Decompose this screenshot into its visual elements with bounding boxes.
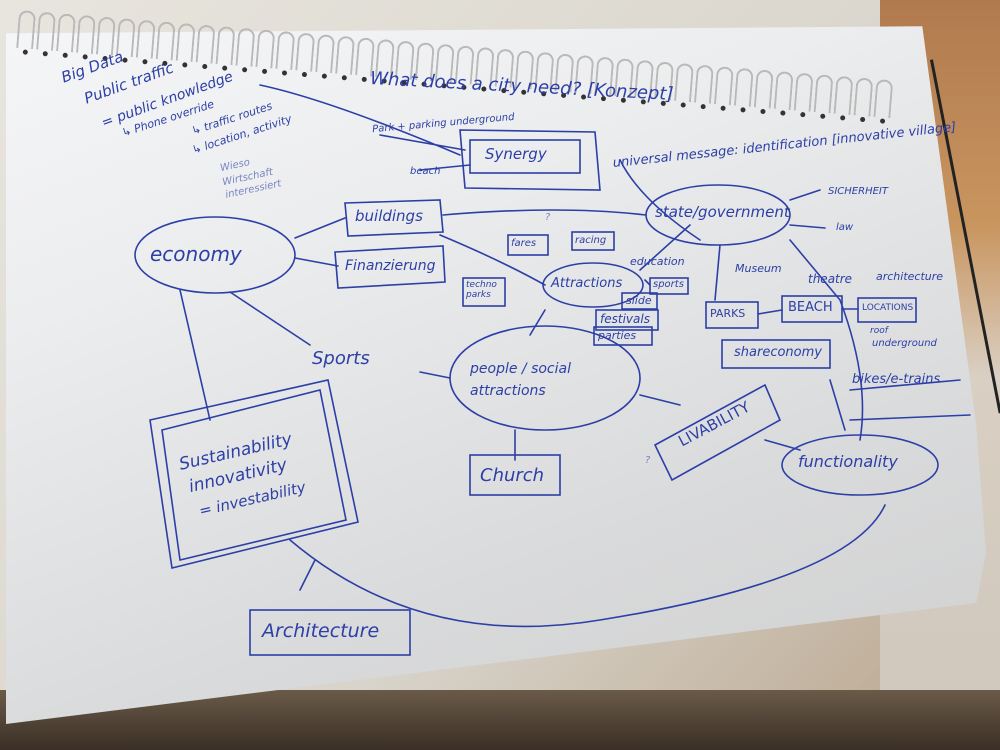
locations-box [857,297,917,323]
people-label: people / social attractions [470,361,571,399]
shareconomy-box [721,339,831,369]
question-mark-1: ? [545,212,551,223]
beach-label: BEACH [788,300,833,315]
fares-box [507,234,549,256]
synergy-box-outer [459,129,601,191]
question-mark-2: ? [645,455,651,466]
fares-label: fares [511,238,537,249]
festivals-label: festivals [600,312,650,326]
parties-box [593,326,653,346]
finanzierung-box [334,245,446,289]
parks-box [705,301,759,329]
sustainability-box-inner [161,389,347,561]
church-label: Church [480,465,545,486]
sports-small-box [649,277,689,295]
livability-box [653,383,782,482]
functionality-label: functionality [798,452,898,471]
racing-label: racing [575,235,607,246]
economy-ellipse [134,216,296,294]
shareconomy-label: shareconomy [734,345,822,360]
synergy-box-inner [469,139,581,174]
parks-label: PARKS [710,307,746,320]
finanzierung-label: Finanzierung [345,258,436,274]
beach-note: beach [410,166,441,177]
racing-box [571,231,615,251]
architecture-right-label: architecture [876,270,944,283]
architecture-bottom-label: Architecture [262,620,380,642]
parties-label: parties [598,329,637,342]
slide-label: slide [626,294,652,307]
bikes-label: bikes/e-trains [852,372,941,387]
museum-label: Museum [735,262,782,275]
sports-label: Sports [312,348,370,369]
sports-small-label: sports [653,279,684,290]
underground-label: underground [872,338,937,349]
sicherheit-label: SICHERHEIT [828,186,888,197]
law-label: law [836,222,854,233]
synergy-label: Synergy [485,145,547,163]
economy-label: economy [150,242,242,266]
education-label: education [630,255,685,268]
buildings-label: buildings [355,207,423,225]
techno-parks-label: techno parks [466,280,497,300]
state-government-label: state/government [655,203,790,221]
architecture-box [249,609,411,656]
festivals-box [595,309,659,331]
roof-label: roof [870,326,888,336]
slide-box [621,292,658,310]
sketchpad-paper [6,26,986,724]
theater-label: theatre [808,272,853,286]
buildings-box [344,199,444,237]
attractions-ellipse [542,262,644,308]
sustainability-box-outer [149,379,359,569]
techno-parks-box [462,277,506,307]
locations-label: LOCATIONS [862,303,914,313]
attractions-label: Attractions [551,276,623,291]
